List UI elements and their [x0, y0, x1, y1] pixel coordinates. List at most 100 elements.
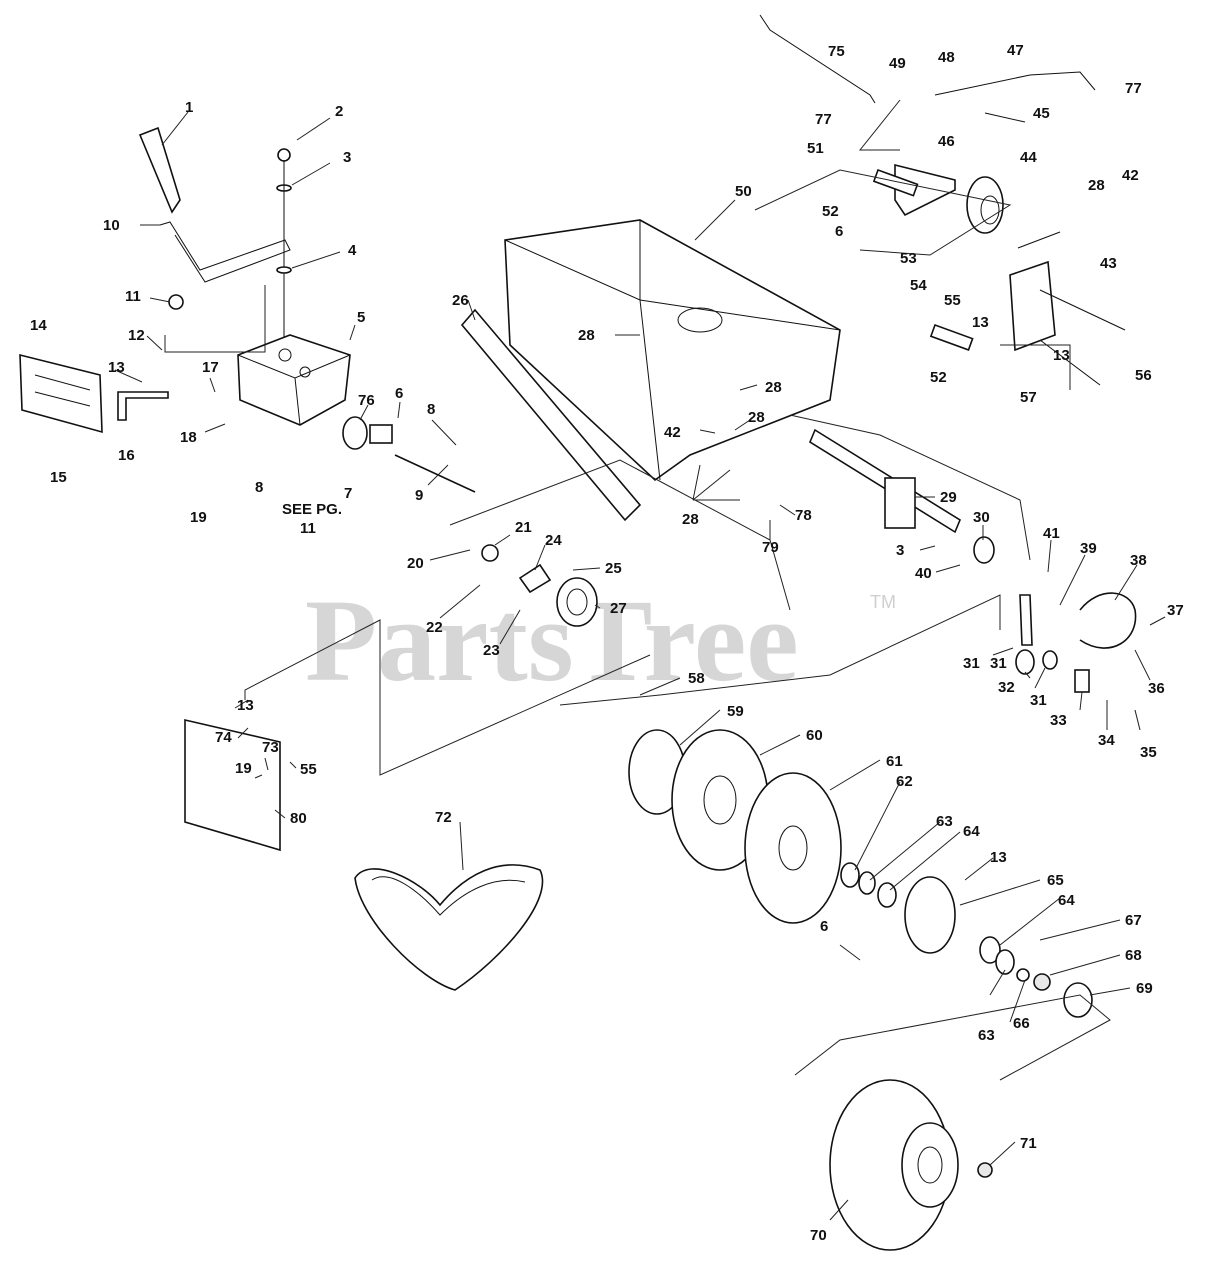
- part-50-frame: [504, 219, 841, 482]
- callout-43: 43: [1100, 255, 1117, 272]
- part-69-cap: [1063, 982, 1093, 1018]
- part-5-transmission: [237, 334, 351, 426]
- part-80-guard: [184, 718, 281, 852]
- part-45-bolt: [984, 112, 1026, 123]
- callout-56: 56: [1135, 367, 1152, 384]
- part-65-hub: [904, 876, 956, 954]
- callout-13-a: 13: [108, 359, 125, 376]
- callout-5: 5: [357, 309, 365, 326]
- callout-28-d: 28: [682, 511, 699, 528]
- see-page-note-line1: SEE PG.: [282, 501, 342, 518]
- callout-15: 15: [50, 469, 67, 486]
- callout-31-a: 31: [963, 655, 980, 672]
- callout-67: 67: [1125, 912, 1142, 929]
- callout-34: 34: [1098, 732, 1115, 749]
- callout-46: 46: [938, 133, 955, 150]
- part-71-lug-nut: [977, 1162, 993, 1178]
- callout-52-a: 52: [822, 203, 839, 220]
- callout-64-b: 64: [1058, 892, 1075, 909]
- callout-52-b: 52: [930, 369, 947, 386]
- callout-10: 10: [103, 217, 120, 234]
- callout-17: 17: [202, 359, 219, 376]
- callout-35: 35: [1140, 744, 1157, 761]
- callout-57: 57: [1020, 389, 1037, 406]
- callout-23: 23: [483, 642, 500, 659]
- watermark-text: PartsTree: [305, 575, 799, 706]
- callout-31-c: 31: [1030, 692, 1047, 709]
- callout-18: 18: [180, 429, 197, 446]
- part-32-brake-arm: [1019, 594, 1033, 646]
- callout-26: 26: [452, 292, 469, 309]
- part-16-bracket: [117, 391, 169, 421]
- callout-20: 20: [407, 555, 424, 572]
- part-52-pin-upper: [872, 168, 919, 197]
- part-10-shift-lever: [159, 221, 291, 283]
- part-31-spacer: [1042, 650, 1058, 670]
- callout-32: 32: [998, 679, 1015, 696]
- part-32-bushing: [1015, 649, 1035, 675]
- part-14-shift-plate: [19, 353, 103, 434]
- part-29-plate: [884, 477, 916, 529]
- callout-37: 37: [1167, 602, 1184, 619]
- part-75-control-rod: [759, 14, 876, 104]
- part-52-pin-lower: [929, 323, 974, 351]
- part-64b-race: [979, 936, 1001, 964]
- callout-39: 39: [1080, 540, 1097, 557]
- callout-33: 33: [1050, 712, 1067, 729]
- callout-49: 49: [889, 55, 906, 72]
- callout-30: 30: [973, 509, 990, 526]
- callout-36: 36: [1148, 680, 1165, 697]
- callout-70: 70: [810, 1227, 827, 1244]
- watermark-trademark: TM: [870, 592, 896, 612]
- callout-31-b: 31: [990, 655, 1007, 672]
- callout-77-b: 77: [815, 111, 832, 128]
- callout-65: 65: [1047, 872, 1064, 889]
- part-57-bracket: [1009, 260, 1056, 352]
- callout-2: 2: [335, 103, 343, 120]
- part-62-race: [840, 862, 860, 888]
- callout-28-b: 28: [765, 379, 782, 396]
- part-68-nut: [1033, 973, 1051, 991]
- callout-24: 24: [545, 532, 562, 549]
- callout-22: 22: [426, 619, 443, 636]
- callout-1: 1: [185, 99, 193, 116]
- callout-16: 16: [118, 447, 135, 464]
- callout-73: 73: [262, 739, 279, 756]
- callout-38: 38: [1130, 552, 1147, 569]
- callout-28-a: 28: [578, 327, 595, 344]
- callout-11: 11: [125, 288, 141, 305]
- callout-60: 60: [806, 727, 823, 744]
- callout-74: 74: [215, 729, 232, 746]
- callout-55-b: 55: [300, 761, 317, 778]
- part-2-nut: [277, 148, 291, 162]
- callout-75: 75: [828, 43, 845, 60]
- callout-45: 45: [1033, 105, 1050, 122]
- callout-labels: 1 2 3 4 5 6 7 8 9 10 11 12 13 14 15 16 1…: [30, 42, 1184, 1244]
- part-47-control-rod: [934, 71, 1096, 96]
- part-63b-bearing: [995, 949, 1015, 975]
- part-70-wheel-rim: [901, 1122, 959, 1208]
- callout-8-b: 8: [255, 479, 263, 496]
- part-27-pulley: [556, 577, 598, 627]
- callout-9: 9: [415, 487, 423, 504]
- callout-13-b: 13: [237, 697, 254, 714]
- callout-62: 62: [896, 773, 913, 790]
- part-33-spacer: [1074, 669, 1090, 693]
- callout-64-a: 64: [963, 823, 980, 840]
- callout-69: 69: [1136, 980, 1153, 997]
- callout-72: 72: [435, 809, 452, 826]
- callout-21: 21: [515, 519, 532, 536]
- callout-40: 40: [915, 565, 932, 582]
- callout-25: 25: [605, 560, 622, 577]
- callout-59: 59: [727, 703, 744, 720]
- leader-lines: [114, 99, 1166, 1221]
- part-7-coupling: [369, 424, 393, 444]
- part-21-bearing: [481, 544, 499, 562]
- callout-63-a: 63: [936, 813, 953, 830]
- see-page-note-line2: 11: [300, 520, 316, 537]
- callout-6-b: 6: [835, 223, 843, 240]
- callout-3-b: 3: [896, 542, 904, 559]
- callout-6: 6: [395, 385, 403, 402]
- callout-14: 14: [30, 317, 47, 334]
